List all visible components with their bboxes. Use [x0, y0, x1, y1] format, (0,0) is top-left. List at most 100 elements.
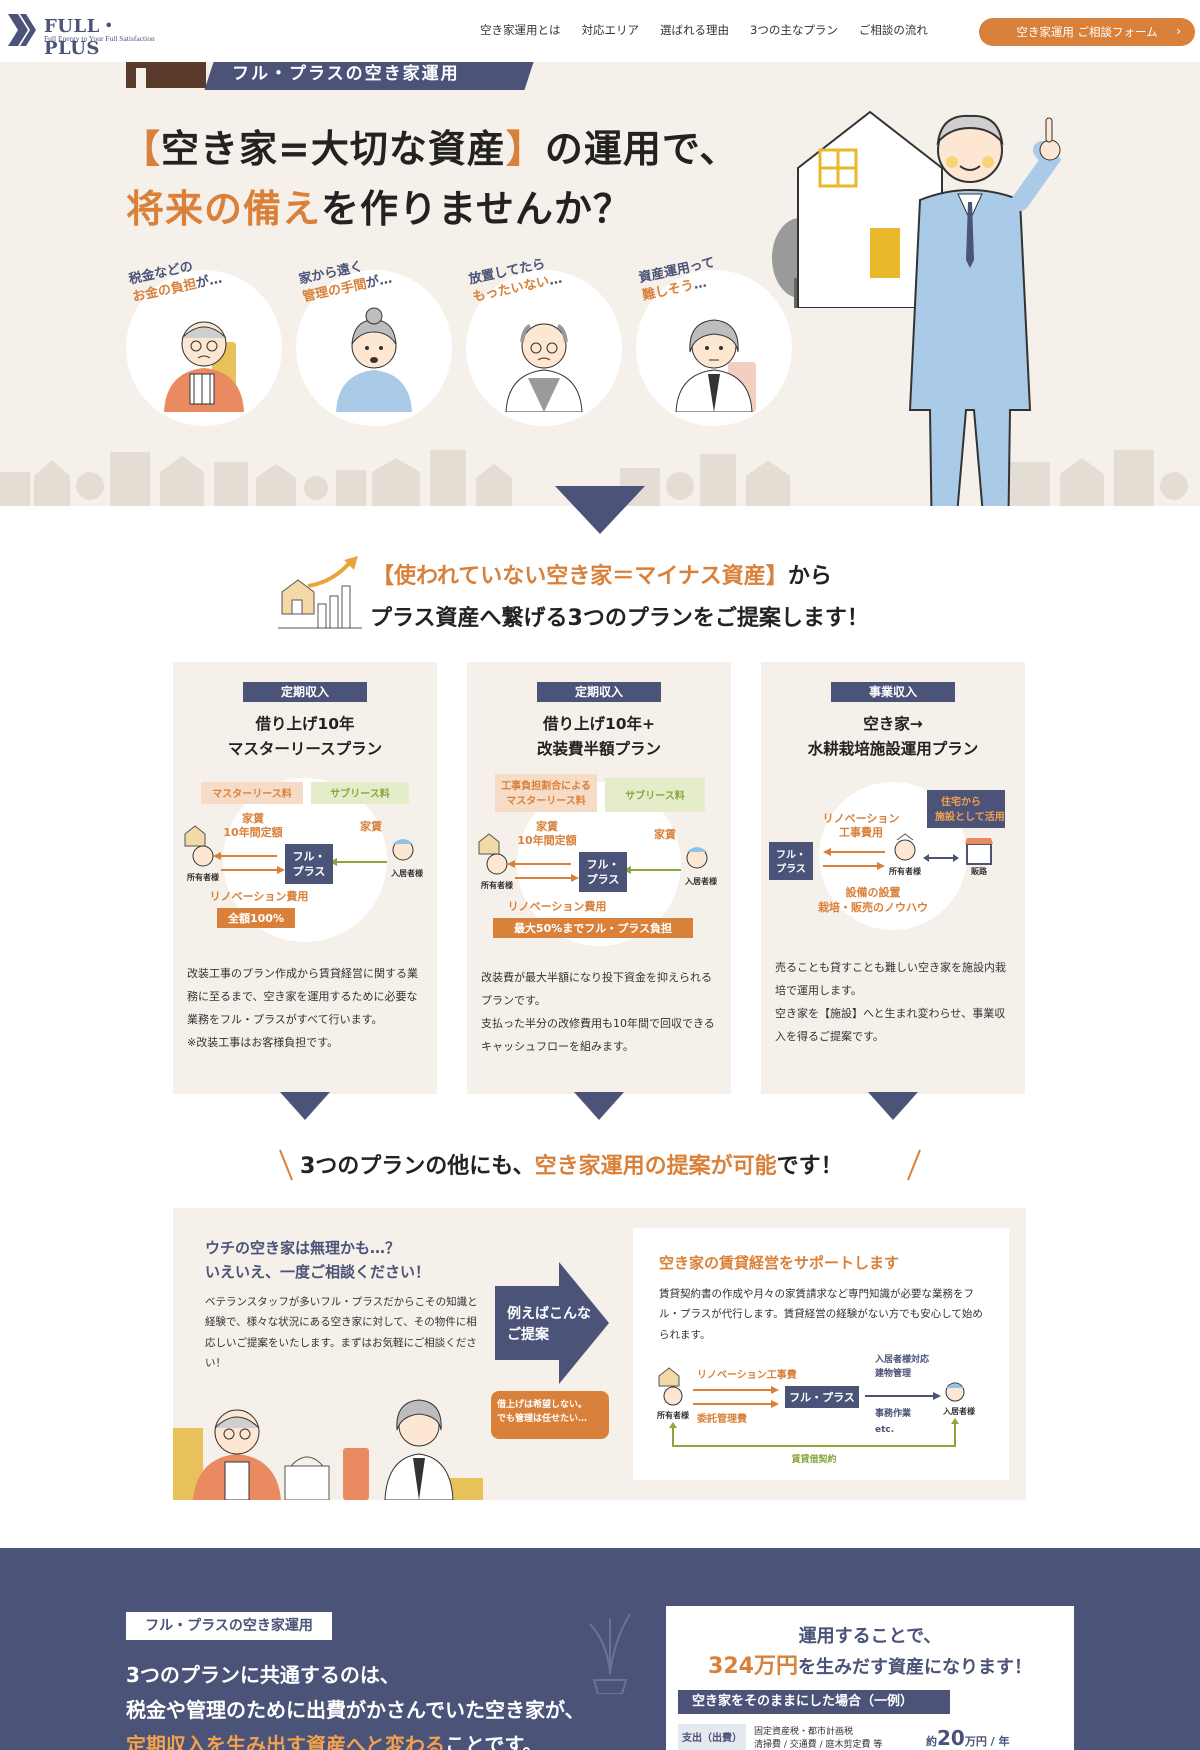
diagram-label: マスターリース料 — [212, 787, 292, 800]
diagram-label: フル・ — [293, 850, 326, 863]
also-proposal-heading: 3つのプランの他にも、空き家運用の提案が可能です！ — [0, 1148, 1200, 1184]
worry-difficult: 資産運用って 難しそう… — [636, 255, 792, 426]
diagram-label: リノベーション費用 — [210, 889, 309, 903]
summary-section: フル・プラスの空き家運用 3つのプランに共通するのは、 税金や管理のために出費が… — [0, 1548, 1200, 1750]
worry-post: … — [547, 271, 564, 289]
plan-title: 空き家→ 水耕栽培施設運用プラン — [761, 712, 1025, 762]
diagram-label: 販路 — [971, 866, 988, 876]
result-value-number: 20 — [937, 1726, 965, 1750]
logo-tagline: Full Energy to Your Full Satisfaction — [44, 34, 155, 43]
summary-rest: ことです。 — [445, 1733, 543, 1750]
also-post: です！ — [776, 1154, 843, 1179]
worried-woman-icon — [336, 307, 412, 412]
consult-section: ウチの空き家は無理かも…？ いえいえ、一度ご相談ください！ ベテランスタッフが多… — [173, 1208, 1026, 1500]
plan-diagram: 住宅から 施設として活用 リノベーション 工事費用 フル・ プラス 所有者様 販… — [769, 782, 1005, 930]
plans-intro-rest: から — [787, 564, 832, 589]
diagram-label: 最大50%までフル・プラス負担 — [514, 921, 672, 935]
down-arrow-icon — [280, 1092, 330, 1120]
diagram-label: 所有者様 — [656, 1410, 690, 1420]
slash-right-icon — [907, 1149, 921, 1181]
plans-intro-line-1: 【使われていない空き家＝マイナス資産】から — [372, 558, 832, 590]
main-nav: 空き家運用とは 対応エリア 選ばれる理由 3つの主なプラン ご相談の流れ — [480, 22, 949, 38]
plan-title-line-2: マスターリースプラン — [227, 739, 383, 758]
hero-down-arrow-icon — [555, 486, 645, 534]
support-heading: 空き家の賃貸経営をサポートします — [659, 1254, 900, 1272]
example-label-1: 例えばこんな — [507, 1306, 591, 1322]
plan-body-text: 空き家を【施設】へと生まれ変わらせ、事業収入を得るご提案です。 — [775, 1007, 1006, 1044]
consult-form-button[interactable]: 空き家運用 ご相談フォーム › — [979, 18, 1195, 46]
diagram-label: 所有者様 — [186, 872, 220, 882]
plan-badge: 事業収入 — [831, 682, 955, 702]
nav-item-area[interactable]: 対応エリア — [581, 23, 640, 37]
also-proposal-text: 3つのプランの他にも、空き家運用の提案が可能です！ — [300, 1148, 843, 1180]
worry-post: … — [691, 275, 708, 293]
diagram-label: 工事負担割合による — [501, 779, 591, 792]
headline-2-highlight: 将来の備え — [126, 187, 322, 231]
hero-section: フル・プラスの空き家運用 【空き家=大切な資産】の運用で、 将来の備えを作りませ… — [0, 62, 1200, 506]
diagram-label: 10年間定額 — [517, 833, 576, 847]
result-value-pre: 約 — [926, 1735, 937, 1748]
bracket-open: 【 — [122, 127, 162, 171]
example-arrow-icon — [495, 1262, 609, 1384]
nav-item-reasons[interactable]: 選ばれる理由 — [660, 23, 729, 37]
worry-post: が… — [364, 271, 394, 292]
hero-headline-2: 将来の備えを作りませんか？ — [126, 178, 632, 233]
diagram-label: 建物管理 — [875, 1367, 911, 1379]
site-header: FULL・PLUS Full Energy to Your Full Satis… — [0, 0, 1200, 62]
speech-bubble-line-1: 借上げは希望しない。 — [497, 1400, 588, 1410]
diagram-label: プラス — [776, 862, 806, 875]
diagram-label: 設備の設置 — [846, 885, 901, 899]
plant-icon — [589, 1613, 631, 1694]
nav-item-flow[interactable]: ご相談の流れ — [858, 23, 928, 37]
example-label: 例えばこんな ご提案 — [507, 1304, 591, 1346]
plan-title-line-1: 借り上げ10年+ — [542, 715, 656, 733]
logo[interactable]: FULL・PLUS Full Energy to Your Full Satis… — [8, 10, 158, 59]
result-row: 支出（出費） 固定資産税・都市計画税 清掃費 / 交通費 / 庭木剪定費 等 約… — [678, 1724, 1062, 1750]
nav-item-about[interactable]: 空き家運用とは — [480, 23, 561, 37]
consult-form-label: 空き家運用 ご相談フォーム — [1016, 25, 1158, 39]
worry-money: 税金などの お金の負担が… — [126, 259, 282, 426]
plan-card-master-lease: 定期収入 借り上げ10年 マスターリースプラン マスターリース料 サブリース料 … — [173, 662, 437, 1120]
consulting-people-illustration — [173, 1399, 483, 1500]
hero-headline-1: 【空き家=大切な資産】の運用で、 — [122, 118, 738, 173]
diagram-label: 家賃 — [360, 819, 382, 833]
house-illustration — [772, 110, 943, 308]
result-row-items: 固定資産税・都市計画税 清掃費 / 交通費 / 庭木剪定費 等 — [754, 1726, 882, 1750]
diagram-label: 入居者様 — [942, 1406, 976, 1416]
diagram-label: 入居者様 — [684, 876, 718, 886]
result-row-value: 約20万円 / 年 — [926, 1726, 1010, 1750]
diagram-label: 所有者様 — [480, 880, 514, 890]
diagram-label: 委託管理費 — [696, 1412, 747, 1425]
diagram-label: 事務作業 — [875, 1407, 912, 1419]
businessman-illustration — [908, 114, 1062, 506]
worried-man-icon — [164, 321, 244, 412]
diagram-label: フル・プラス — [789, 1390, 855, 1404]
diagram-label: サブリース料 — [625, 789, 685, 802]
plan-diagram: 工事負担割合による マスターリース料 サブリース料 家賃 10年間定額 家賃 フ… — [478, 774, 718, 946]
worry-post: が… — [194, 271, 224, 292]
down-arrow-icon — [574, 1092, 624, 1120]
diagram-label: 家賃 — [536, 819, 558, 833]
consult-heading-1: ウチの空き家は無理かも…？ — [205, 1239, 401, 1257]
consult-body: ベテランスタッフが多いフル・プラスだからこその知識と経験で、様々な状況にある空き… — [205, 1296, 478, 1370]
plan-badge: 定期収入 — [243, 682, 367, 702]
diagram-label: フル・ — [587, 858, 620, 871]
plan-body-text: 支払った半分の改修費用も10年間で回収できるキャッシュフローを組みます。 — [481, 1017, 715, 1054]
plan-diagram: マスターリース料 サブリース料 家賃 10年間定額 家賃 フル・ プラス 所有者… — [184, 778, 424, 942]
summary-line-3: 定期収入を生み出す資産へと変わることです。 — [126, 1728, 585, 1750]
also-pre: 3つのプランの他にも、 — [300, 1154, 535, 1179]
plan-title-line-1: 空き家→ — [863, 715, 923, 733]
result-value-unit: 万円 / 年 — [964, 1735, 1010, 1748]
summary-tag: フル・プラスの空き家運用 — [126, 1612, 332, 1640]
summary-highlight: 定期収入を生み出す資産へと変わる — [126, 1733, 445, 1750]
result-item-2: 清掃費 / 交通費 / 庭木剪定費 等 — [754, 1739, 883, 1750]
asset-growth-icon — [278, 556, 362, 629]
diagram-label: 賃貸借契約 — [790, 1453, 836, 1465]
plan-body: 売ることも貸すことも難しい空き家を施設内栽培で運用します。 空き家を【施設】へと… — [775, 956, 1015, 1048]
plan-card-half-renovation: 定期収入 借り上げ10年+ 改装費半額プラン 工事負担割合による マスターリース… — [467, 662, 731, 1120]
plan-body-text: 改装費が最大半額になり投下資金を抑えられるプランです。 — [481, 971, 712, 1008]
result-example-bar: 空き家をそのままにした場合（一例） — [678, 1690, 950, 1714]
diagram-label: 施設として活用 — [935, 810, 1005, 823]
summary-line-2: 税金や管理のために出費がかさんでいた空き家が、 — [126, 1698, 585, 1722]
nav-item-plans[interactable]: 3つの主なプラン — [750, 23, 838, 37]
